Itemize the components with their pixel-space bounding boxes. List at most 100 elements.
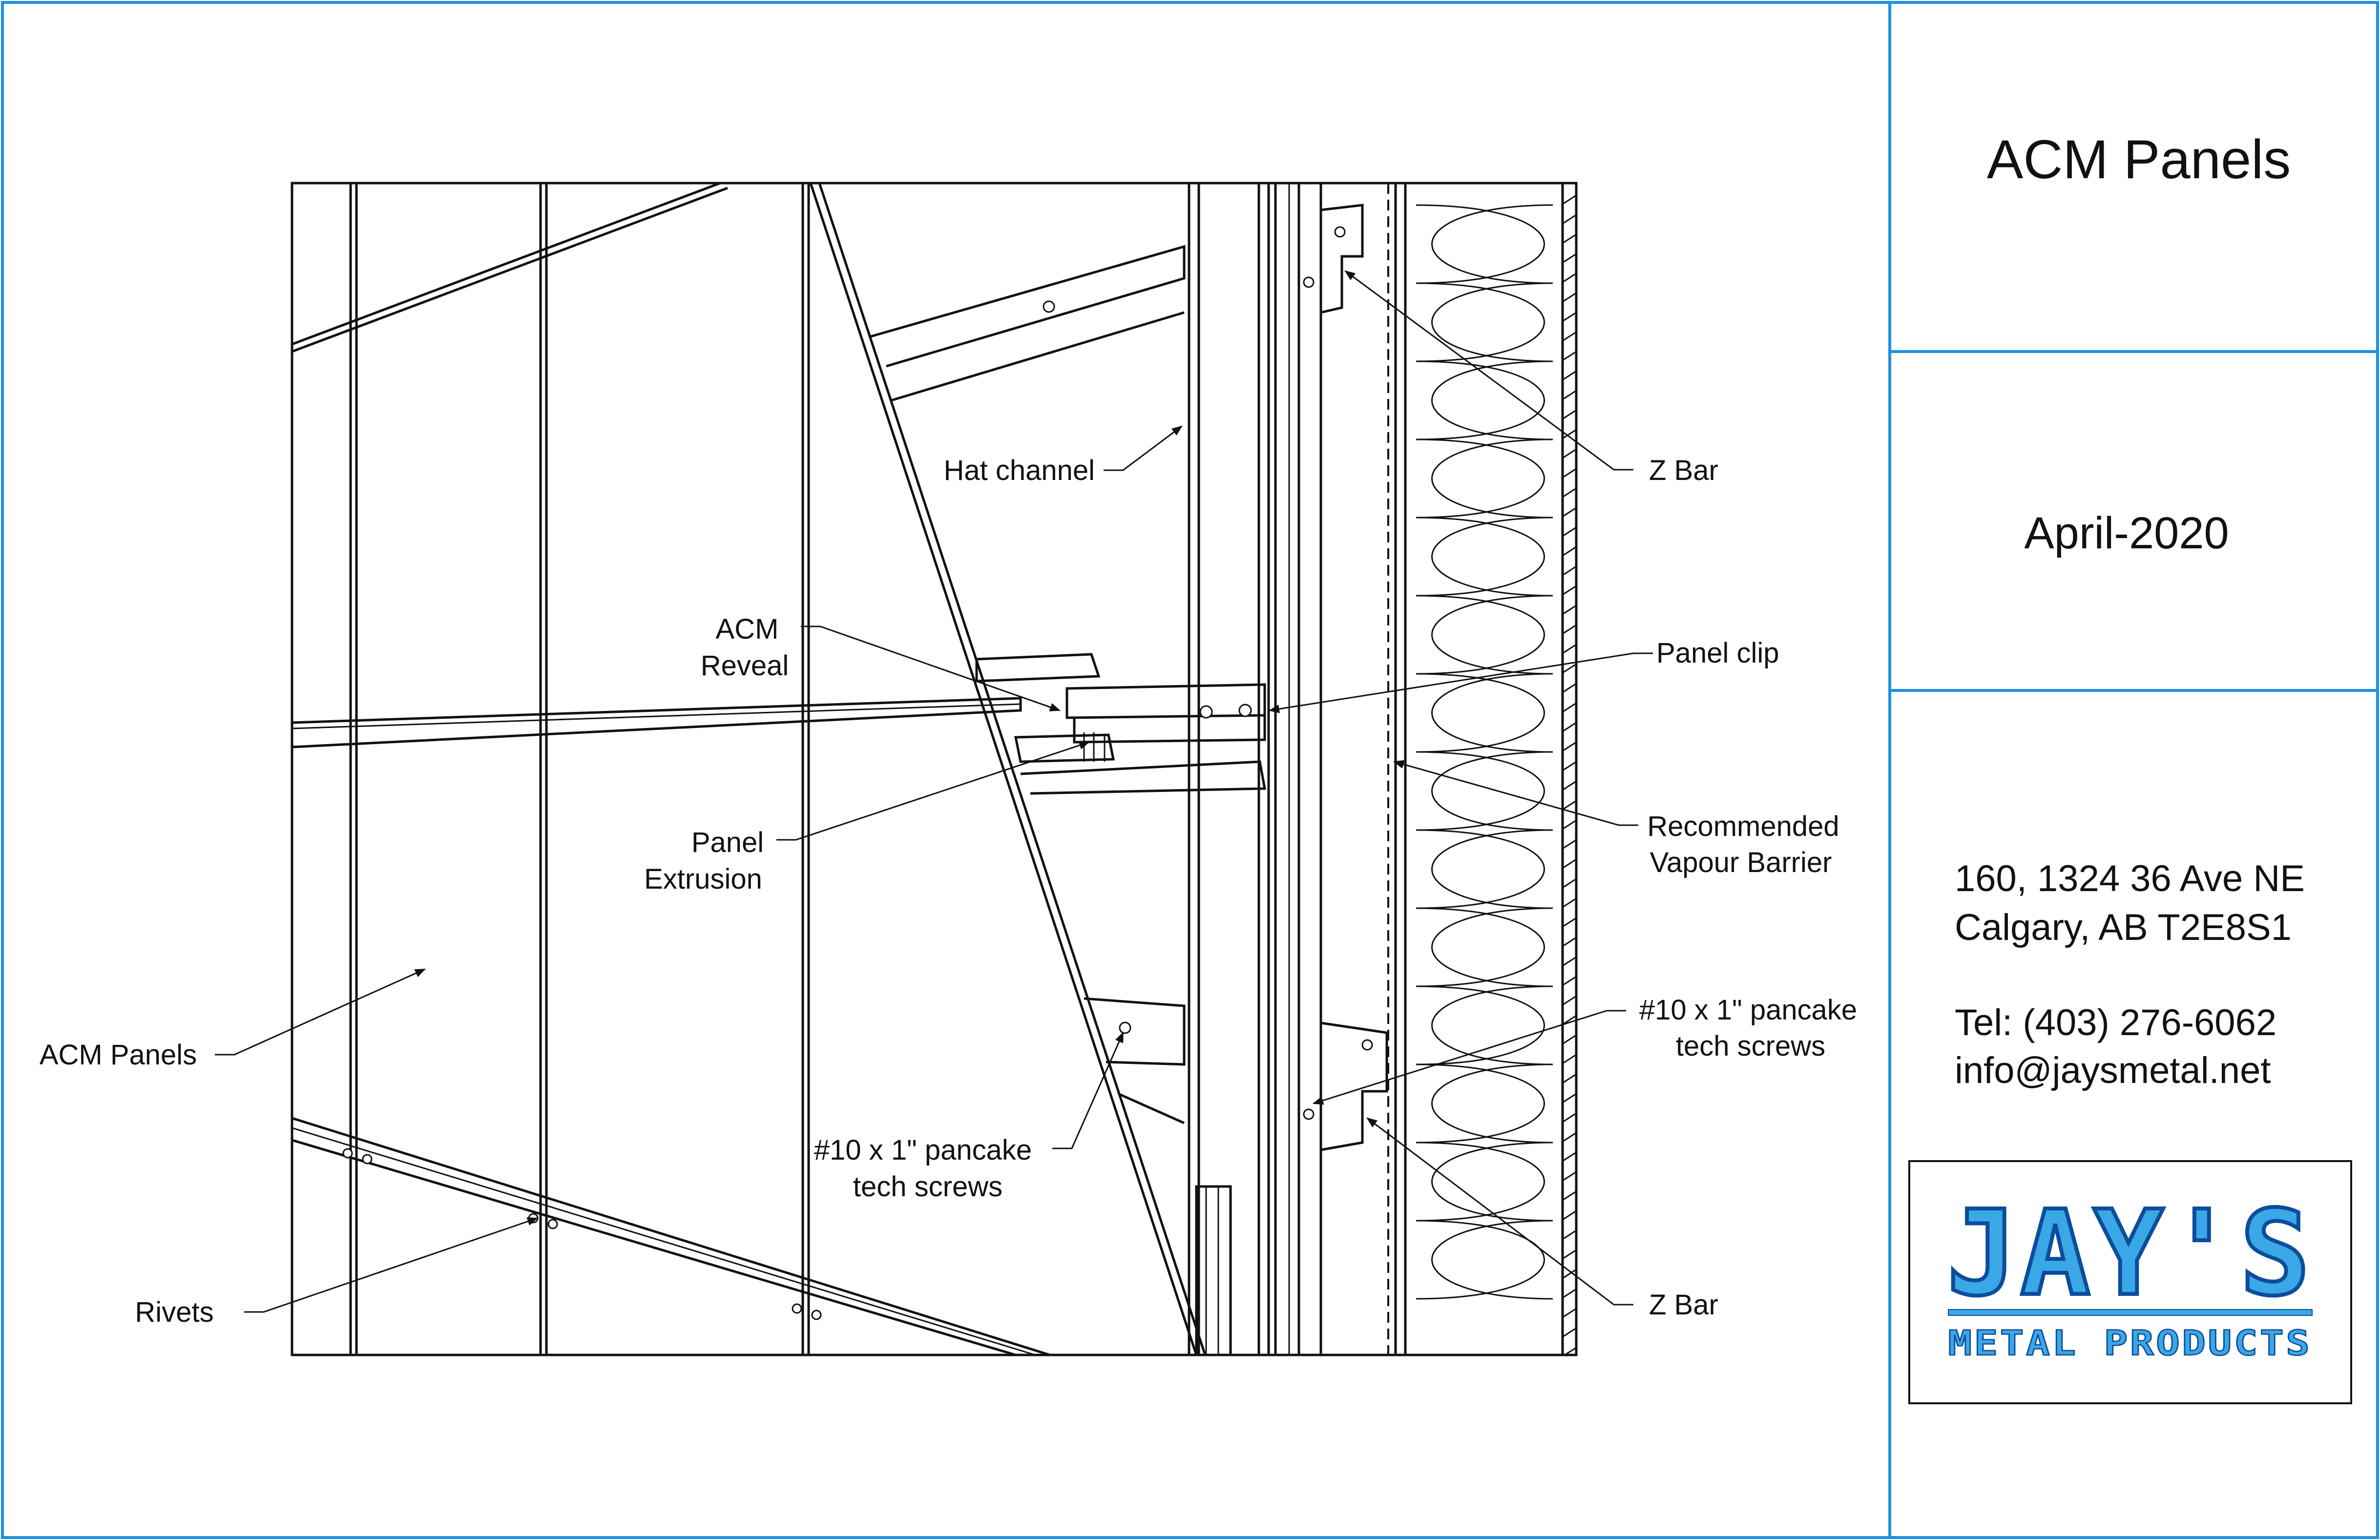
panel-extrusion-stub <box>1195 1185 1232 1355</box>
leader-hat-channel <box>1104 425 1183 471</box>
hatch-line <box>1562 1112 1576 1123</box>
hatch-line <box>1562 976 1576 986</box>
screw-head <box>1303 276 1315 288</box>
rivet <box>792 1303 802 1314</box>
hatch-line <box>1562 1288 1576 1299</box>
hatch-line <box>1562 390 1576 400</box>
leader-rivets <box>244 1217 539 1313</box>
hatch-line <box>1562 878 1576 889</box>
hatch-line <box>1562 819 1576 830</box>
label-panel-extrusion-line1: Panel <box>691 827 764 858</box>
label-acm-panels: ACM Panels <box>40 1039 197 1071</box>
hatch-line <box>1562 956 1576 967</box>
upper-girt <box>891 311 1185 402</box>
hatch-line <box>1562 585 1576 596</box>
screw-head <box>1119 1021 1131 1034</box>
rivet <box>811 1310 822 1320</box>
insulation-batts <box>1431 204 1553 1300</box>
hatch-line <box>1562 1151 1576 1162</box>
screw-head <box>1199 705 1213 719</box>
hatch-line <box>1562 1073 1576 1084</box>
hatch-line <box>1562 936 1576 947</box>
label-rivets: Rivets <box>135 1296 213 1328</box>
label-screws-right-line2: tech screws <box>1676 1030 1825 1062</box>
screw-head <box>1361 1039 1373 1051</box>
leader-z-bar-bottom <box>1366 1117 1633 1306</box>
logo-wordmark: JAY'S <box>1947 1185 2313 1322</box>
hatch-line <box>1562 331 1576 342</box>
address-line-2: Calgary, AB T2E8S1 <box>1955 907 2292 948</box>
hatch-line <box>1562 546 1576 557</box>
hatch-line <box>1562 1327 1576 1338</box>
phone-number: Tel: (403) 276-6062 <box>1955 1002 2276 1043</box>
panel-extrusion <box>1014 733 1115 763</box>
leader-vapour-barrier <box>1393 760 1638 826</box>
panel-extrusion <box>1020 760 1266 795</box>
hatch-line <box>1562 1093 1576 1103</box>
hatch-line <box>1562 1132 1576 1143</box>
hatch-line <box>1563 1347 1576 1355</box>
leader-acm-reveal <box>801 625 1061 711</box>
hatch-line <box>1562 292 1576 303</box>
leader-z-bar-top <box>1344 270 1633 471</box>
panel-joint-diagonal <box>292 183 721 346</box>
panel-joint-diagonal <box>292 187 728 353</box>
logo-frame <box>1908 1160 2352 1404</box>
hatch-line <box>1562 272 1576 283</box>
hatch-line <box>1562 624 1576 635</box>
hatch-line <box>1562 722 1576 732</box>
hatch-line <box>1562 1171 1576 1182</box>
rivet-strip <box>292 1117 1050 1355</box>
panel-cut-edge <box>809 183 1198 1355</box>
lower-girt <box>1117 1092 1185 1124</box>
label-screws-left-line2: tech screws <box>853 1171 1002 1203</box>
screw-head <box>1334 226 1346 238</box>
email-address: info@jaysmetal.net <box>1955 1050 2271 1091</box>
label-hat-channel: Hat channel <box>943 455 1095 486</box>
hatch-line <box>1562 370 1576 381</box>
hatch-line <box>1562 1034 1576 1045</box>
leader-screws-left <box>1052 1031 1124 1149</box>
company-logo: JAY'S METAL PRODUCTS <box>1908 1160 2352 1404</box>
hatch-line <box>1562 839 1576 850</box>
acm-reveal-joint <box>292 697 1022 749</box>
leader-screws-right <box>1312 1010 1626 1105</box>
hatch-line <box>1562 487 1576 498</box>
hatch-line <box>1562 683 1576 693</box>
hatch-line <box>1562 214 1576 225</box>
hatch-line <box>1562 1308 1576 1318</box>
hatch-line <box>1562 312 1576 322</box>
insulation-batts <box>1416 204 1545 1300</box>
label-vapour-barrier-line2: Vapour Barrier <box>1650 847 1832 878</box>
drawing-date: April-2020 <box>2024 508 2229 558</box>
drawing-title: ACM Panels <box>1987 129 2291 190</box>
callout-leaders <box>215 270 1653 1313</box>
panel-cut-edge <box>818 183 1207 1355</box>
label-panel-clip: Panel clip <box>1656 637 1779 669</box>
hatch-line <box>1562 897 1576 908</box>
hatch-line <box>1562 995 1576 1006</box>
lower-girt <box>1084 997 1186 1066</box>
leader-panel-extrusion <box>776 741 1090 841</box>
hatch-line <box>1562 1015 1576 1025</box>
hatch-line <box>1562 233 1576 244</box>
hatch-line <box>1562 800 1576 811</box>
hatch-line <box>1562 253 1576 264</box>
screw-head <box>1303 1108 1315 1120</box>
hatch-line <box>1562 1229 1576 1240</box>
rivet-strip <box>292 1127 1036 1355</box>
logo-tagline: METAL PRODUCTS <box>1948 1323 2312 1363</box>
hatch-line <box>1562 194 1576 205</box>
label-panel-extrusion-line2: Extrusion <box>644 863 762 895</box>
label-screws-left-line1: #10 x 1" pancake <box>814 1134 1032 1166</box>
logo-rule <box>1948 1309 2313 1316</box>
label-z-bar-top: Z Bar <box>1649 455 1718 486</box>
hatch-line <box>1562 1249 1576 1260</box>
hatch-line <box>1562 780 1576 791</box>
z-bar-bottom <box>1320 1021 1388 1151</box>
rivet <box>547 1219 558 1229</box>
hatch-line <box>1562 644 1576 654</box>
hatch-line <box>1562 1269 1576 1279</box>
hatch-line <box>1562 526 1576 537</box>
